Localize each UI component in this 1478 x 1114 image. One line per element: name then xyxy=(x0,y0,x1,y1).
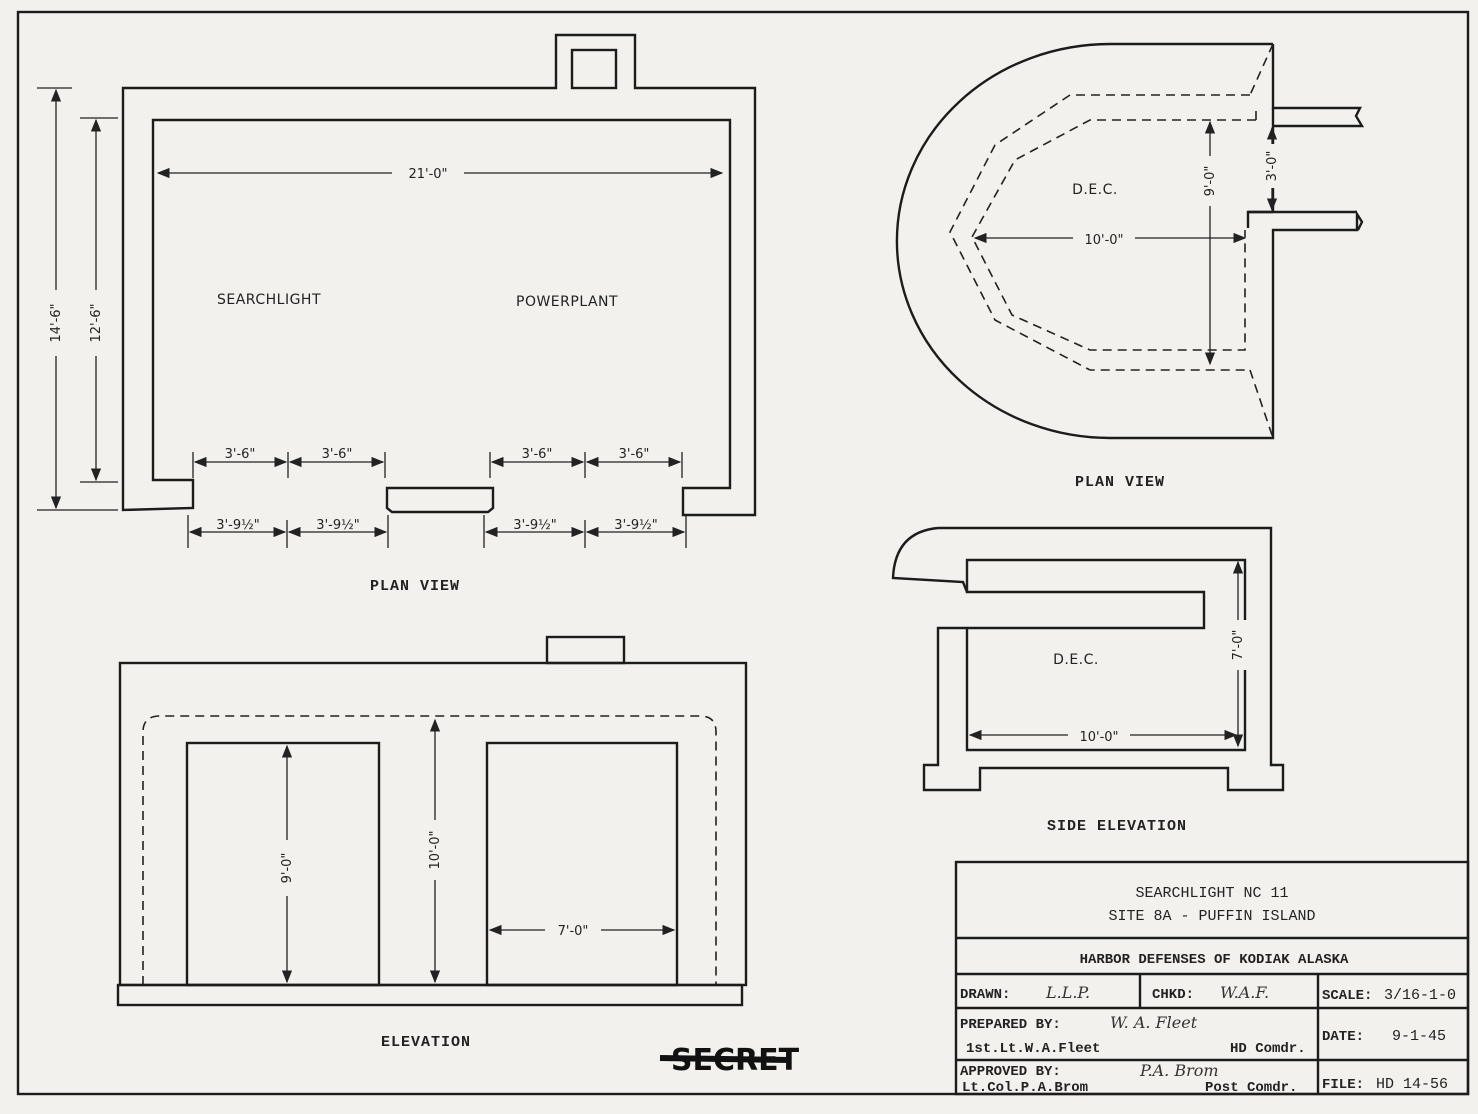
dim-outer-d: 3'-9½" xyxy=(614,518,657,533)
prepared-label: PREPARED BY: xyxy=(960,1017,1061,1033)
prepared-role: HD Comdr. xyxy=(1230,1041,1306,1057)
room-label-dec-plan: D.E.C. xyxy=(1072,182,1118,198)
room-label-powerplant: POWERPLANT xyxy=(516,294,618,310)
dim-overall-width: 21'-0" xyxy=(408,167,447,182)
dim-door-width: 7'-0" xyxy=(558,924,589,939)
approved-signature: P.A. Brom xyxy=(1139,1061,1219,1080)
sheet-border xyxy=(16,10,1470,1096)
elevation-view: 9'-0" 10'-0" 7'-0" ELEVATION xyxy=(116,635,748,1051)
prepared-name: 1st.Lt.W.A.Fleet xyxy=(966,1041,1100,1057)
plan-view-dec: 10'-0" 9'-0" 3'-0" D.E.C. PLAN VIEW xyxy=(895,42,1365,491)
date-value: 9-1-45 xyxy=(1392,1028,1446,1045)
file-value: HD 14-56 xyxy=(1376,1076,1448,1093)
dim-dec-width: 10'-0" xyxy=(1084,233,1123,248)
scale-label: SCALE: xyxy=(1322,988,1372,1004)
dim-opening-a: 3'-6" xyxy=(225,447,256,462)
title-line-2: SITE 8A - PUFFIN ISLAND xyxy=(1108,908,1315,925)
dim-opening-d: 3'-6" xyxy=(619,447,650,462)
drawn-label: DRAWN: xyxy=(960,987,1010,1003)
date-label: DATE: xyxy=(1322,1029,1364,1045)
plan-view-main: 21'-0" 14'-6" 12'-6" SEARCHLIGHT POWERPL… xyxy=(37,33,757,595)
dim-side-width: 10'-0" xyxy=(1079,730,1118,745)
approved-role: Post Comdr. xyxy=(1205,1080,1297,1096)
dim-inner-depth: 12'-6" xyxy=(89,303,104,342)
side-elevation: 7'-0" 10'-0" D.E.C. SIDE ELEVATION xyxy=(891,526,1285,835)
dim-overall-depth: 14'-6" xyxy=(49,303,64,342)
room-label-dec-side: D.E.C. xyxy=(1053,652,1099,668)
file-label: FILE: xyxy=(1322,1077,1364,1093)
drawn-value: L.L.P. xyxy=(1045,983,1090,1002)
approved-name: Lt.Col.P.A.Brom xyxy=(962,1080,1088,1096)
prepared-signature: W. A. Fleet xyxy=(1110,1013,1198,1032)
dim-side-height: 7'-0" xyxy=(1231,630,1246,661)
dim-opening-b: 3'-6" xyxy=(322,447,353,462)
title-block: SEARCHLIGHT NC 11 SITE 8A - PUFFIN ISLAN… xyxy=(954,860,1470,1096)
chkd-value: W.A.F. xyxy=(1220,983,1269,1002)
room-label-searchlight: SEARCHLIGHT xyxy=(217,292,321,308)
plan-view-title-2: PLAN VIEW xyxy=(1075,474,1165,491)
title-line-1: SEARCHLIGHT NC 11 xyxy=(1135,885,1288,902)
side-elevation-title: SIDE ELEVATION xyxy=(1047,818,1187,835)
scale-value: 3/16-1-0 xyxy=(1384,987,1456,1004)
dim-dec-opening: 3'-0" xyxy=(1265,151,1280,182)
chkd-label: CHKD: xyxy=(1152,987,1194,1003)
dim-outer-a: 3'-9½" xyxy=(216,518,259,533)
approved-label: APPROVED BY: xyxy=(960,1064,1061,1080)
dim-opening-c: 3'-6" xyxy=(522,447,553,462)
elevation-title: ELEVATION xyxy=(381,1034,471,1051)
dim-outer-c: 3'-9½" xyxy=(513,518,556,533)
dim-door-height: 9'-0" xyxy=(280,853,295,884)
project-name: HARBOR DEFENSES OF KODIAK ALASKA xyxy=(1080,952,1349,968)
plan-view-title-1: PLAN VIEW xyxy=(370,578,460,595)
dim-overall-height: 10'-0" xyxy=(428,830,443,869)
dim-outer-b: 3'-9½" xyxy=(316,518,359,533)
dim-dec-depth: 9'-0" xyxy=(1203,166,1218,197)
